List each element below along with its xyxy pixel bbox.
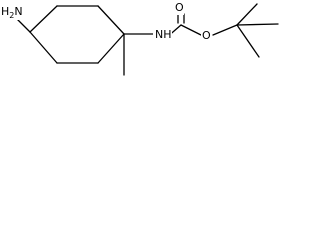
amine-n-label: N xyxy=(14,5,22,18)
carbonyl-oxygen-label-mask xyxy=(174,1,184,15)
bond-tbutyl-to-right-methyl xyxy=(236,23,279,26)
bond-ring-to-amine xyxy=(15,17,31,33)
ring-bond-c1-c2 xyxy=(29,5,58,33)
carbamate-nh-label-group: NH xyxy=(153,28,172,42)
bond-tbutyl-to-top-methyl xyxy=(236,3,258,26)
amine-label-group: H2N xyxy=(0,4,26,20)
amine-subscript-label: 2 xyxy=(9,11,14,20)
carbonyl-oxygen-label-group: O xyxy=(174,1,184,15)
ester-oxygen-label: O xyxy=(202,29,211,42)
bond-carbonyl-to-ester-oxygen xyxy=(180,24,202,36)
ring-bond-c4-c5 xyxy=(97,33,125,64)
amine-h-label: H xyxy=(1,5,9,18)
chemical-structure-diagram: H2N NH O O xyxy=(0,1,279,76)
carbamate-nh-label-mask xyxy=(153,28,172,42)
ester-oxygen-label-group: O xyxy=(201,29,212,43)
bond-tbutyl-to-bottom-methyl xyxy=(236,24,260,58)
bond-ester-oxygen-to-quaternary-carbon xyxy=(212,24,238,36)
carbamate-nh-label: NH xyxy=(155,28,172,41)
ring-bond-c6-c1 xyxy=(29,31,58,64)
ester-oxygen-label-mask xyxy=(201,29,212,43)
amine-label: H2N xyxy=(1,5,23,20)
amine-label-mask xyxy=(0,4,26,20)
carbonyl-oxygen-label: O xyxy=(175,1,184,14)
ring-bond-c3-c4 xyxy=(97,5,125,35)
